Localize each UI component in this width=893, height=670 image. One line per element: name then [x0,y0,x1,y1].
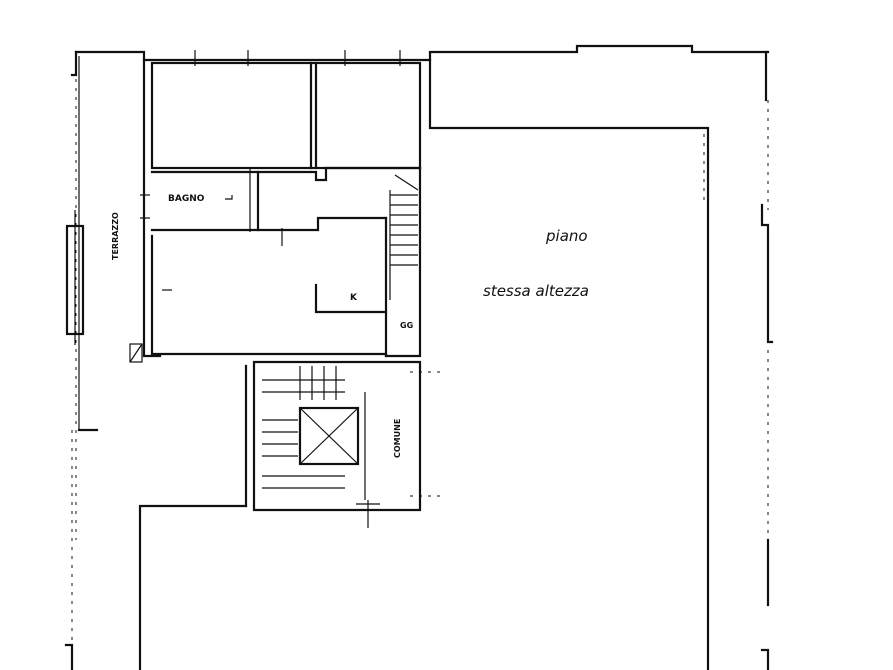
label-piano: piano [545,227,588,245]
label-left-strip: TERRAZZO [111,212,120,260]
living-room: K [150,216,388,358]
label-stair-mark: GG [400,321,413,330]
ground-outline [138,500,380,670]
left-window [65,210,85,345]
label-common: COMUNE [393,419,402,458]
left-corner-mark [129,343,143,363]
outer-boundary [64,44,770,670]
right-building-edge [428,50,774,670]
label-kitchen: K [350,293,358,303]
upper-rooms [142,50,422,358]
stairwell: COMUNE [244,360,440,512]
internal-stair: GG [384,166,422,358]
label-altezza: stessa altezza [483,282,589,300]
bathroom: BAGNO [140,166,422,232]
label-bathroom: BAGNO [168,194,205,204]
